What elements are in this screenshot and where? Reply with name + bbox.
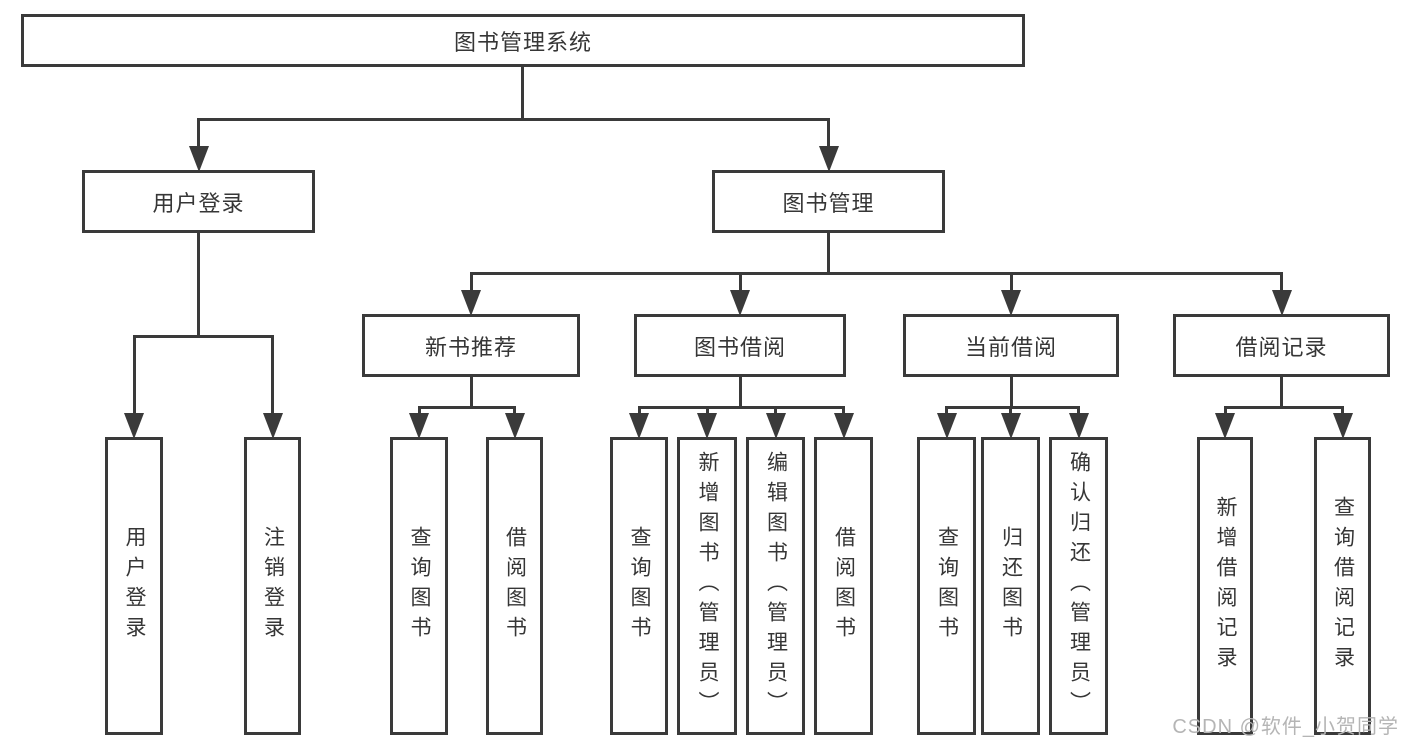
connector-line (469, 377, 473, 409)
connector-line (197, 119, 200, 154)
node-login: 用户登录 (105, 437, 163, 735)
arrow-down-icon (730, 290, 750, 316)
arrow-down-icon (504, 413, 525, 439)
connector-line (469, 273, 473, 298)
node-bb-add-book: 新增图书（管理员） (677, 437, 737, 735)
node-bb-query-book: 查询图书 (610, 437, 668, 735)
node-current-borrow: 当前借阅 (903, 314, 1119, 377)
arrow-down-icon (262, 413, 283, 439)
connector-line (1280, 377, 1283, 409)
node-borrow-records: 借阅记录 (1173, 314, 1390, 377)
node-cb-return-book: 归还图书 (981, 437, 1040, 735)
arrow-down-icon (1001, 290, 1021, 316)
arrow-down-icon (1271, 290, 1292, 316)
connector-line (271, 336, 274, 421)
node-book-mgmt: 图书管理 (712, 170, 945, 233)
arrow-down-icon (188, 146, 209, 172)
connector-line (1280, 273, 1283, 298)
node-bb-edit-book: 编辑图书（管理员） (746, 437, 805, 735)
arrow-down-icon (1068, 413, 1089, 439)
connector-line (1223, 405, 1344, 409)
node-rec-borrow-book: 借阅图书 (486, 437, 543, 735)
arrow-down-icon (1215, 413, 1235, 439)
connector-line (197, 117, 830, 121)
node-book-borrow: 图书借阅 (634, 314, 846, 377)
connector-line (1009, 273, 1013, 298)
arrow-down-icon (461, 290, 481, 316)
connector-line (945, 405, 1080, 409)
node-new-book-rec: 新书推荐 (362, 314, 580, 377)
node-bb-borrow-book: 借阅图书 (814, 437, 873, 735)
arrow-down-icon (818, 146, 839, 172)
node-br-add-record: 新增借阅记录 (1197, 437, 1253, 735)
arrow-down-icon (1000, 413, 1021, 439)
connector-line (827, 233, 830, 275)
arrow-down-icon (629, 413, 649, 439)
connector-line (738, 377, 742, 409)
arrow-down-icon (409, 413, 429, 439)
connector-line (132, 334, 274, 338)
connector-line (417, 405, 516, 409)
connector-line (197, 233, 200, 338)
arrow-down-icon (833, 413, 854, 439)
node-cb-confirm-return: 确认归还（管理员） (1049, 437, 1108, 735)
connector-line (520, 67, 524, 121)
connector-line (132, 336, 136, 421)
connector-line (637, 405, 845, 409)
connector-line (469, 271, 1283, 275)
node-root: 图书管理系统 (21, 14, 1025, 67)
connector-line (738, 273, 742, 298)
node-logout: 注销登录 (244, 437, 301, 735)
watermark: CSDN @软件_小贺同学 (1172, 716, 1399, 738)
arrow-down-icon (1332, 413, 1353, 439)
connector-line (1009, 377, 1013, 409)
node-rec-query-book: 查询图书 (390, 437, 448, 735)
node-br-query-record: 查询借阅记录 (1314, 437, 1371, 735)
node-user-login: 用户登录 (82, 170, 315, 233)
connector-line (827, 119, 830, 154)
arrow-down-icon (765, 413, 786, 439)
arrow-down-icon (936, 413, 957, 439)
arrow-down-icon (697, 413, 717, 439)
node-cb-query-book: 查询图书 (917, 437, 976, 735)
arrow-down-icon (124, 413, 144, 439)
